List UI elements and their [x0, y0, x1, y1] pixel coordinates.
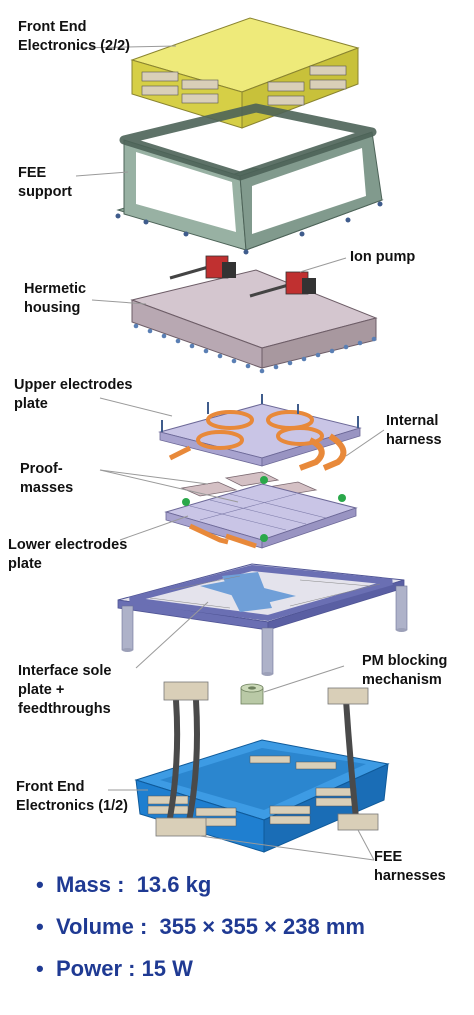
label-upper-electrodes-plate: Upper electrodes plate [14, 377, 133, 412]
lower-electrodes-plate [164, 476, 358, 549]
bullet-mark: • [36, 956, 44, 981]
spec-volume-text: Volume : 355 × 355 × 238 mm [56, 914, 365, 939]
label-fee-bottom: Front End Electronics (1/2) [16, 779, 129, 814]
pm-blocking-mechanism [240, 683, 264, 705]
upper-electrodes-plate [158, 394, 362, 471]
leader-lines [75, 45, 385, 861]
spec-mass: • Mass : 13.6 kg [36, 872, 211, 898]
label-fee-harnesses: FEE harnesses [374, 849, 446, 884]
label-fee-support: FEE support [18, 165, 72, 200]
ion-pump-2 [249, 271, 316, 298]
label-lower-electrodes-plate: Lower electrodes plate [8, 537, 128, 572]
label-interface-sole-plate: Interface sole plate + feedthroughs [18, 663, 112, 717]
bullet-mark: • [36, 914, 44, 939]
label-pm-blocking-mechanism: PM blocking mechanism [362, 653, 448, 688]
label-internal-harness: Internal harness [386, 413, 442, 448]
hermetic-housing [130, 255, 378, 374]
label-proof-masses: Proof- masses [20, 461, 74, 496]
spec-power-text: Power : 15 W [56, 956, 193, 981]
spec-power: • Power : 15 W [36, 956, 193, 982]
spec-volume: • Volume : 355 × 355 × 238 mm [36, 914, 365, 940]
interface-sole-plate [117, 563, 408, 676]
fee-harnesses [155, 681, 379, 837]
label-hermetic-housing: Hermetic housing [24, 281, 87, 316]
fee-support-frame [115, 103, 384, 255]
label-fee-top: Front End Electronics (2/2) [18, 19, 131, 54]
spec-mass-text: Mass : 13.6 kg [56, 872, 212, 897]
ion-pump-1 [169, 255, 236, 280]
fee-top-module [130, 17, 360, 129]
bullet-mark: • [36, 872, 44, 897]
label-ion-pump: Ion pump [350, 249, 416, 265]
